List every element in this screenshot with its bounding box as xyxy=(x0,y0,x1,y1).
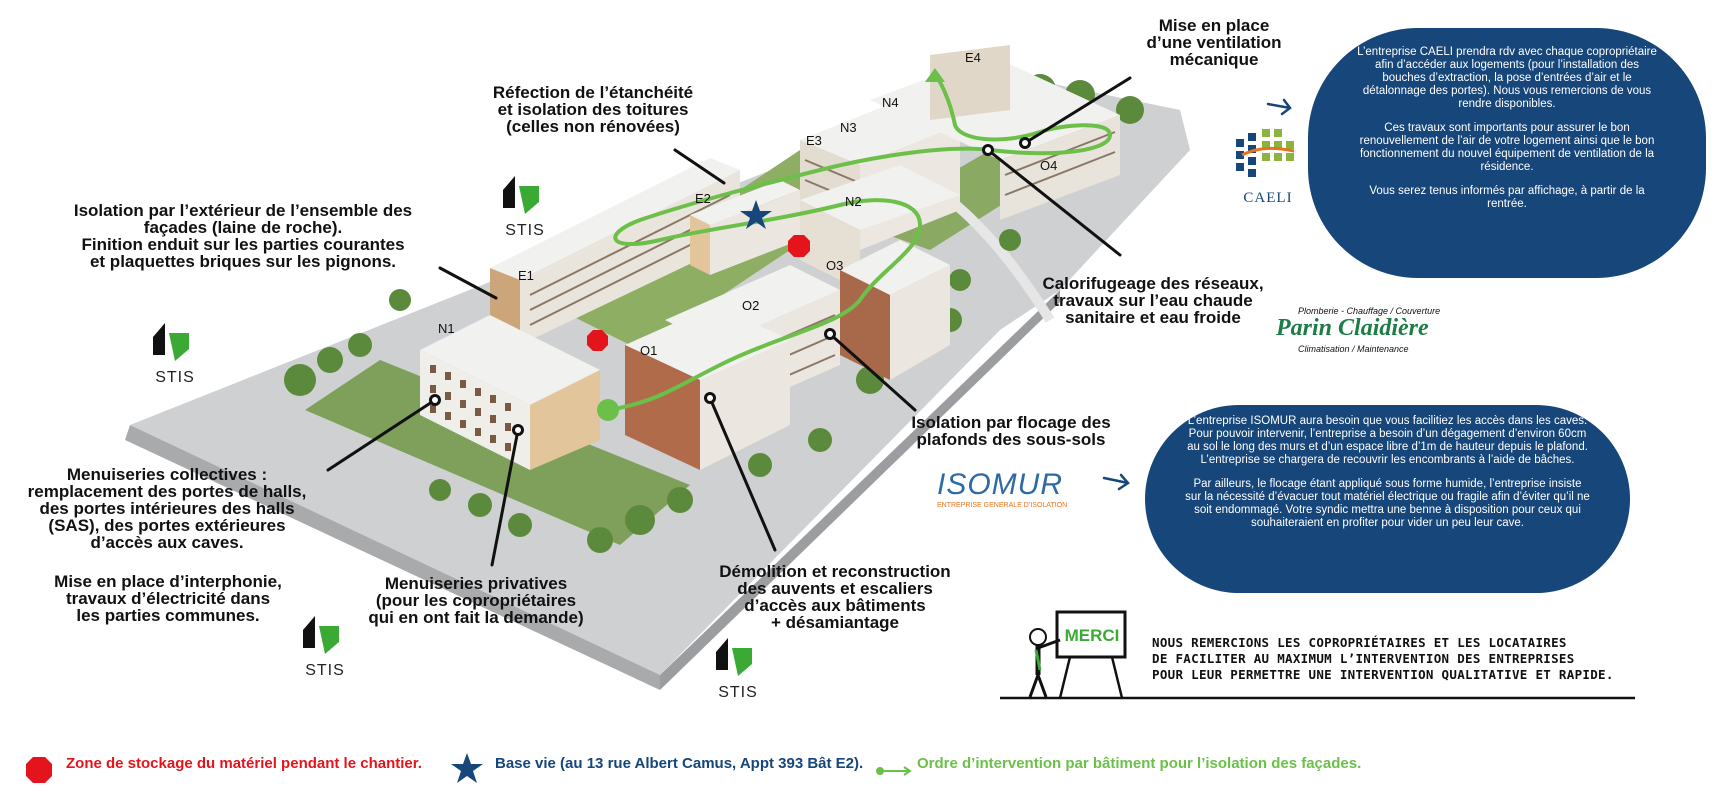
caeli-logo: CAELI xyxy=(1228,125,1308,206)
caeli-info-paragraph: L’entreprise CAELI prendra rdv avec chaq… xyxy=(1357,46,1657,110)
storage-zone-marker xyxy=(587,330,608,351)
site-ground-edge-right xyxy=(660,290,1060,690)
annotation-ventilation: Mise en place d’une ventilation mécaniqu… xyxy=(1146,16,1282,69)
legend-base-vie: Base vie (au 13 rue Albert Camus, Appt 3… xyxy=(495,755,864,772)
annotation-facades: Isolation par l’extérieur de l’ensemble … xyxy=(73,201,413,271)
stis-logo: STIS xyxy=(495,168,555,240)
legend-stockage: Zone de stockage du matériel pendant le … xyxy=(66,755,422,772)
svg-text:E4: E4 xyxy=(965,50,981,65)
merci-message: NOUS REMERCIONS LES COPROPRIÉTAIRES ET L… xyxy=(1152,635,1614,682)
annotation-menuiseries-collectives: Menuiseries collectives : remplacement d… xyxy=(27,465,307,552)
svg-text:N1: N1 xyxy=(438,321,455,336)
stis-logo: STIS xyxy=(295,608,355,680)
annotation-demolition: Démolition et reconstruction des auvents… xyxy=(719,562,951,632)
storage-legend-icon xyxy=(26,757,52,783)
building-o1 xyxy=(625,305,790,470)
caeli-info-bubble: L’entreprise CAELI prendra rdv avec chaq… xyxy=(1308,28,1706,278)
svg-text:O2: O2 xyxy=(742,298,759,313)
legend-ordre: Ordre d’intervention par bâtiment pour l… xyxy=(917,755,1362,772)
caeli-info-paragraph: Vous serez tenus informés par affichage,… xyxy=(1369,185,1645,210)
caeli-logo-text: CAELI xyxy=(1243,190,1293,206)
stis-logo: STIS xyxy=(708,630,768,702)
base-vie-legend-icon xyxy=(451,753,483,783)
arrow-to-isomur-icon xyxy=(1102,473,1130,491)
building-n1 xyxy=(420,315,600,470)
svg-text:E1: E1 xyxy=(518,268,534,283)
merci-illustration xyxy=(1000,610,1635,700)
arrow-to-caeli-icon xyxy=(1266,98,1292,116)
isomur-info-bubble: L’entreprise ISOMUR aura besoin que vous… xyxy=(1145,405,1630,593)
parin-claidiere-logo: Plomberie - Chauffage / Couverture Parin… xyxy=(1276,306,1476,362)
merci-board-text: MERCI xyxy=(1064,626,1120,645)
building-e2 xyxy=(690,180,800,275)
annotation-menuiseries-privatives: Menuiseries privatives (pour les copropr… xyxy=(368,574,584,627)
annotation-interphonie: Mise en place d’interphonie, travaux d’é… xyxy=(54,572,282,625)
svg-text:N4: N4 xyxy=(882,95,899,110)
svg-text:N3: N3 xyxy=(840,120,857,135)
annotation-toiture: Réfection de l’étanchéité et isolation d… xyxy=(492,83,694,136)
road xyxy=(946,196,1055,323)
base-vie-marker xyxy=(740,200,772,229)
annotation-calorifugeage: Calorifugeage des réseaux, travaux sur l… xyxy=(1042,274,1264,327)
svg-text:O3: O3 xyxy=(826,258,843,273)
stis-logo-text: STIS xyxy=(718,684,758,701)
svg-text:O1: O1 xyxy=(640,343,657,358)
caeli-info-paragraph: Ces travaux sont importants pour assurer… xyxy=(1359,122,1655,173)
isomur-info-paragraph: Par ailleurs, le flocage étant appliqué … xyxy=(1185,478,1590,529)
stis-logo-text: STIS xyxy=(505,222,545,239)
stis-logo: STIS xyxy=(145,315,205,387)
intervention-start-dot xyxy=(597,399,619,421)
isomur-name: ISOMUR xyxy=(937,468,1063,501)
svg-text:N2: N2 xyxy=(845,194,862,209)
storage-zone-marker xyxy=(788,235,810,257)
annotation-flocage: Isolation par flocage des plafonds des s… xyxy=(911,413,1111,449)
svg-text:E3: E3 xyxy=(806,133,822,148)
isomur-logo: ISOMUR ENTREPRISE GENERALE D’ISOLATION xyxy=(937,470,1097,510)
svg-text:O4: O4 xyxy=(1040,158,1057,173)
parin-claidiere-tagline-bottom: Climatisation / Maintenance xyxy=(1298,344,1409,354)
svg-text:E2: E2 xyxy=(695,191,711,206)
stis-logo-text: STIS xyxy=(155,369,195,386)
intervention-order-path xyxy=(609,73,1113,412)
ordre-legend-icon xyxy=(876,766,912,776)
site-ground-edge xyxy=(125,425,660,690)
stis-logo-text: STIS xyxy=(305,662,345,679)
parin-claidiere-tagline-top: Plomberie - Chauffage / Couverture xyxy=(1298,306,1441,316)
isomur-info-paragraph: L’entreprise ISOMUR aura besoin que vous… xyxy=(1187,415,1588,466)
parin-claidiere-name: Parin Claidière xyxy=(1276,315,1429,341)
intervention-arrow-head xyxy=(925,68,945,82)
isomur-subtitle: ENTREPRISE GENERALE D’ISOLATION xyxy=(937,502,1068,509)
